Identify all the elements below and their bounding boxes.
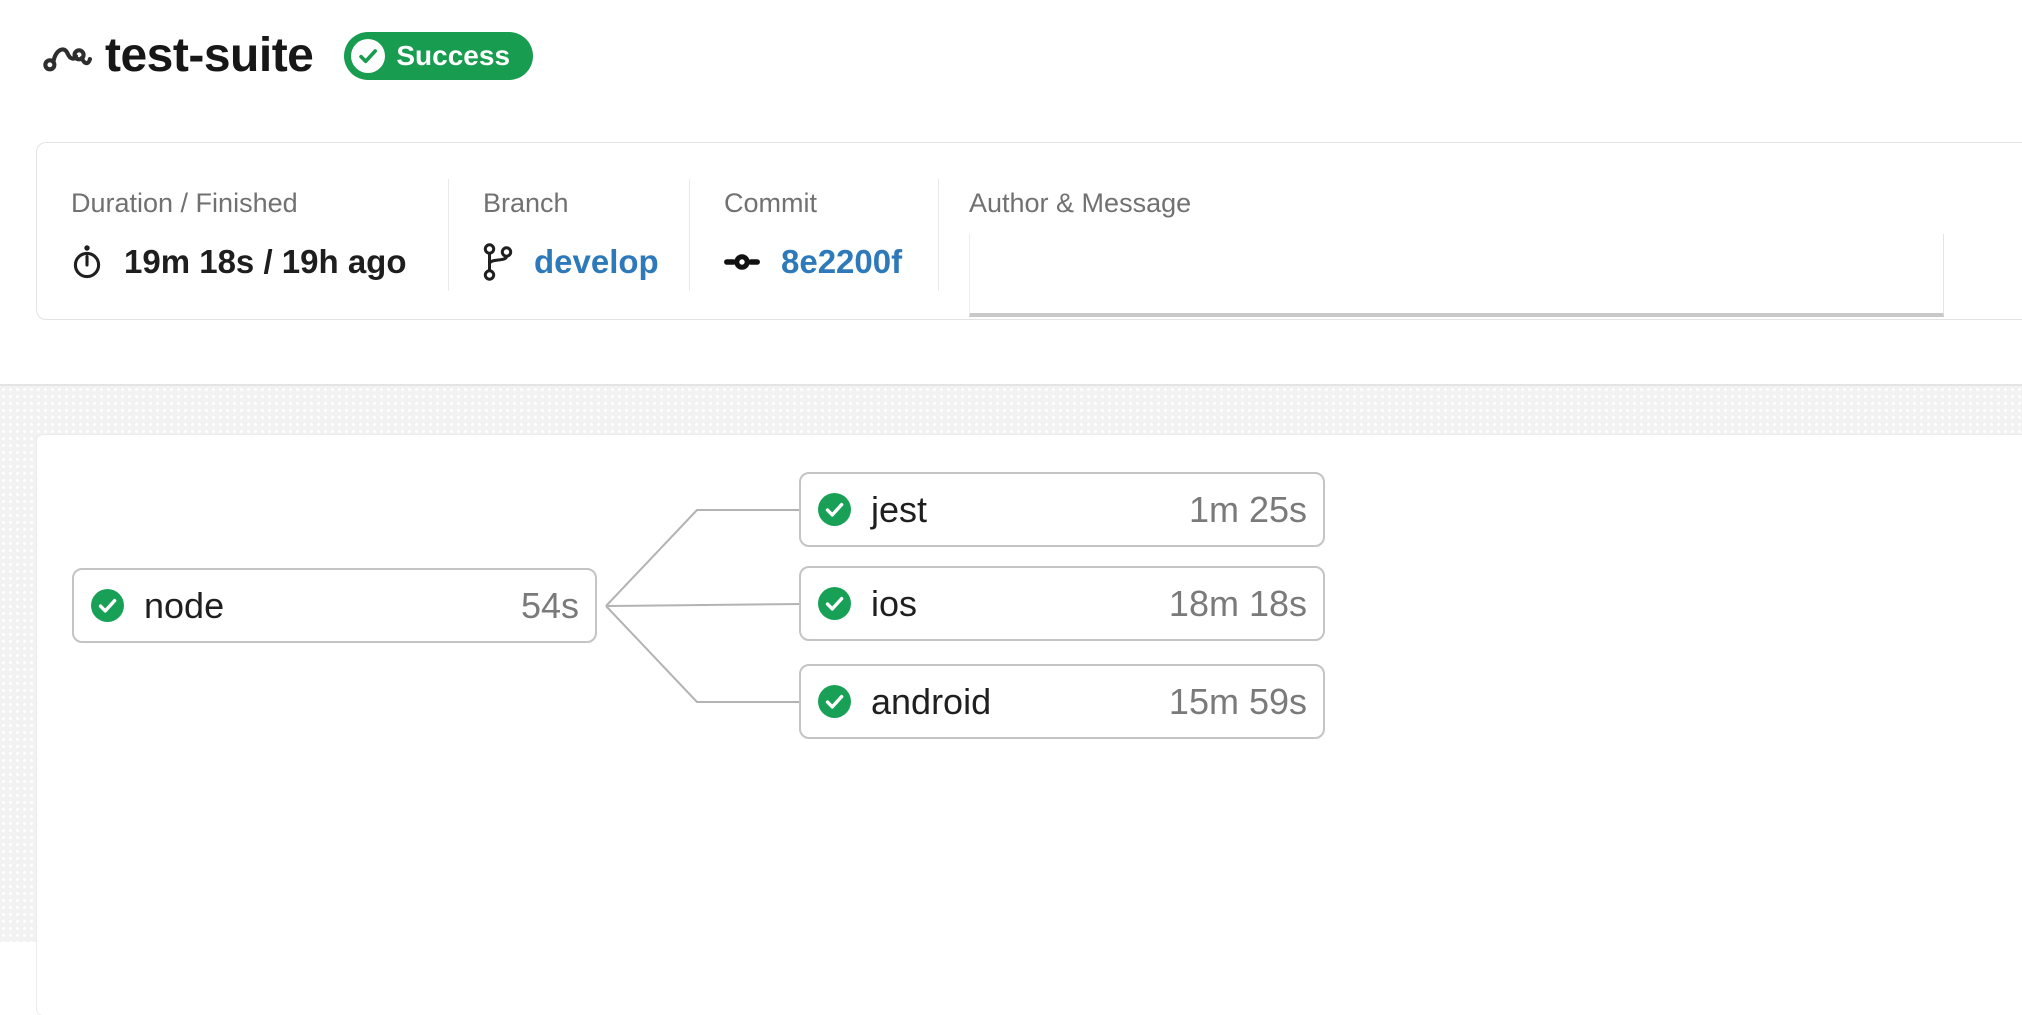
job-node[interactable]: node 54s — [72, 568, 597, 643]
duration-label: Duration / Finished — [71, 188, 298, 218]
job-duration: 54s — [520, 584, 579, 626]
meta-separator — [938, 179, 939, 291]
meta-separator — [689, 179, 690, 291]
job-android[interactable]: android 15m 59s — [799, 664, 1325, 739]
check-circle-icon — [818, 685, 851, 718]
pipeline-connectors — [605, 509, 803, 703]
commit-label: Commit — [724, 188, 817, 218]
stopwatch-icon — [73, 245, 101, 279]
git-branch-icon — [483, 243, 513, 281]
header: test-suite Success — [43, 26, 534, 86]
job-duration: 15m 59s — [1168, 680, 1307, 722]
job-name: jest — [871, 488, 928, 530]
git-commit-icon — [724, 254, 760, 270]
job-name: node — [144, 584, 225, 626]
page-title: test-suite — [105, 29, 314, 82]
meta-duration: Duration / Finished 19m 18s / 19h ago — [37, 143, 448, 319]
branch-link[interactable]: develop — [534, 243, 659, 280]
meta-branch: Branch develop — [449, 143, 689, 319]
pipeline-card: node 54s jest 1m 25s ios 18m 18s an — [37, 435, 2022, 1015]
job-duration: 18m 18s — [1168, 582, 1307, 624]
author-label: Author & Message — [969, 188, 1192, 218]
pipeline-canvas-background: node 54s jest 1m 25s ios 18m 18s an — [0, 386, 2022, 1015]
job-duration: 1m 25s — [1188, 488, 1307, 530]
job-ios[interactable]: ios 18m 18s — [799, 566, 1325, 641]
duration-value: 19m 18s / 19h ago — [124, 243, 407, 280]
job-name: android — [871, 680, 992, 722]
author-message-box — [969, 234, 1944, 317]
section-divider — [0, 384, 2022, 386]
check-circle-icon — [818, 493, 851, 526]
commit-link[interactable]: 8e2200f — [781, 243, 903, 280]
meta-author: Author & Message — [939, 143, 2022, 319]
check-circle-icon — [351, 39, 386, 73]
status-badge: Success — [344, 32, 534, 80]
meta-card: Duration / Finished 19m 18s / 19h ago Br… — [36, 142, 2022, 320]
pipeline-icon — [43, 46, 92, 71]
job-jest[interactable]: jest 1m 25s — [799, 472, 1325, 547]
check-circle-icon — [818, 587, 851, 620]
meta-separator — [448, 179, 449, 291]
status-badge-label: Success — [396, 40, 511, 71]
branch-label: Branch — [483, 188, 569, 218]
check-circle-icon — [91, 589, 124, 622]
meta-commit: Commit 8e2200f — [690, 143, 938, 319]
job-name: ios — [871, 582, 918, 624]
